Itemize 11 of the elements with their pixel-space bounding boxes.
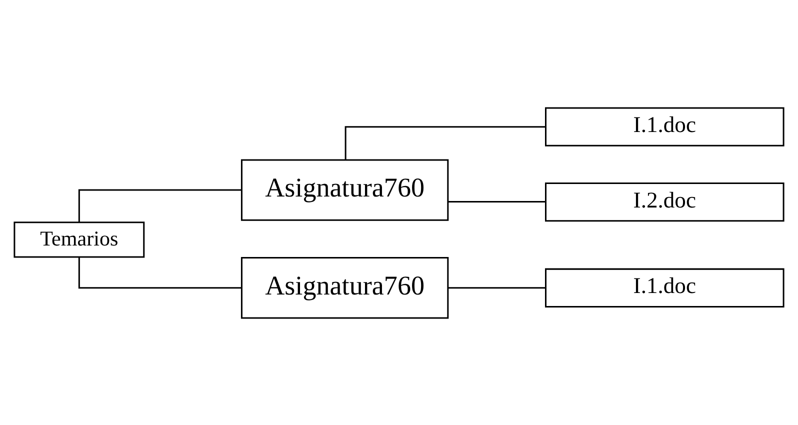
node-box: Asignatura760 <box>240 158 449 220</box>
connector <box>448 200 546 202</box>
node-box: Temarios <box>14 221 145 258</box>
connector <box>78 188 242 222</box>
node-box: I.1.doc <box>545 268 784 307</box>
node-box: I.2.doc <box>545 182 784 222</box>
node-box: Asignatura760 <box>240 256 449 318</box>
connector <box>448 286 546 288</box>
connector <box>344 126 546 160</box>
connector <box>78 256 242 288</box>
node-box: I.1.doc <box>545 106 784 146</box>
